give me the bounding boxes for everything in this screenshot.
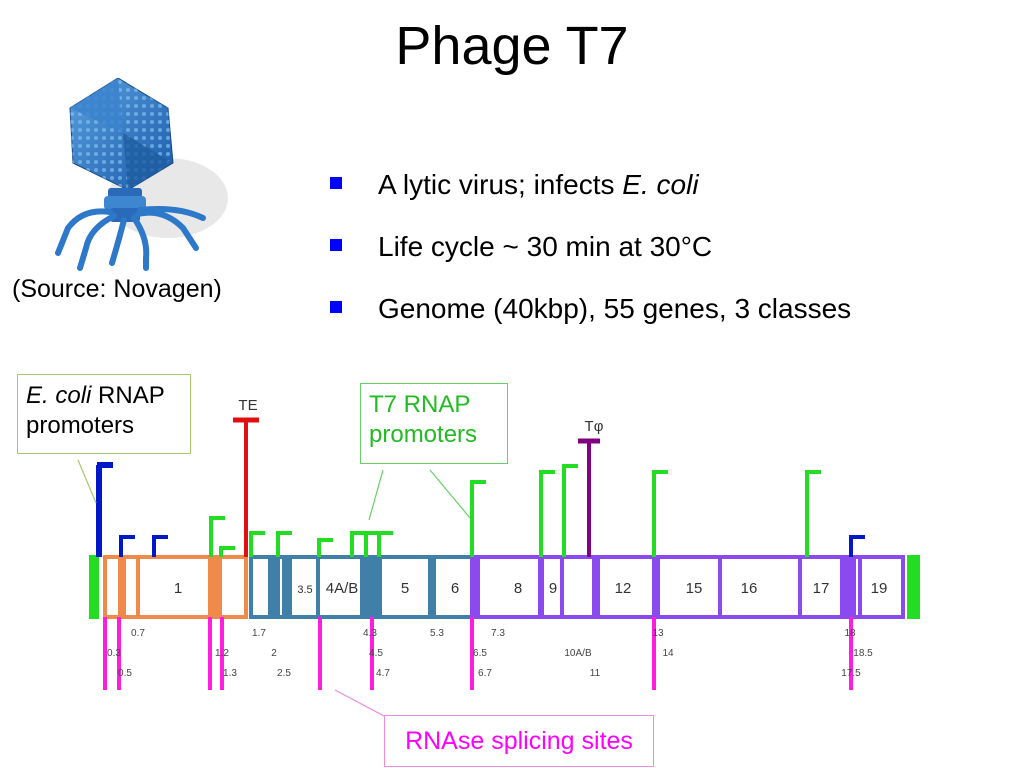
gene-box xyxy=(89,555,99,619)
gene-label: 4A/B xyxy=(326,580,359,597)
gene-tick-label: 6.5 xyxy=(473,648,487,659)
gene-segment xyxy=(360,557,380,617)
gene-tick-label: 0.7 xyxy=(131,628,145,639)
gene-segment xyxy=(842,557,856,617)
gene-label: 3.5 xyxy=(297,584,312,596)
gene-tick-label: 5.3 xyxy=(430,628,444,639)
gene-tick-label: 14 xyxy=(662,648,674,659)
t7-callout-pointer xyxy=(429,469,471,519)
gene-tick-label: 4.7 xyxy=(376,668,390,679)
gene-box xyxy=(136,555,212,619)
gene-label: 17 xyxy=(813,580,830,597)
rnase-callout-pointer xyxy=(334,689,385,717)
gene-label: 12 xyxy=(615,580,632,597)
gene-label: 15 xyxy=(686,580,703,597)
gene-label: 16 xyxy=(741,580,758,597)
gene-tick-label: 0.5 xyxy=(118,668,132,679)
bullet-square-icon xyxy=(330,239,342,251)
gene-label: 19 xyxy=(871,580,888,597)
gene-label: 8 xyxy=(514,580,522,597)
gene-segment xyxy=(428,557,436,617)
gene-segment xyxy=(652,557,660,617)
gene-box xyxy=(718,555,802,619)
bullet-list: A lytic virus; infects E. coli Life cycl… xyxy=(330,168,851,354)
gene-segment xyxy=(118,557,126,617)
gene-box xyxy=(858,555,905,619)
image-source-caption: (Source: Novagen) xyxy=(12,275,222,303)
genome-map: 1 3.5 4A/B 5 6 8 9 12 15 16 17 19 TE Tφ 0.7 1.7 4.3 5.3 7.… xyxy=(77,397,920,717)
gene-label: 5 xyxy=(401,580,409,597)
gene-segment xyxy=(268,557,280,617)
bullet-square-icon xyxy=(330,301,342,313)
gene-tick-label: 18.5 xyxy=(853,648,873,659)
gene-tick-label: 2.5 xyxy=(277,668,291,679)
gene-label: 1 xyxy=(174,580,182,597)
phage-illustration xyxy=(55,78,228,271)
gene-tick-label: 1.2 xyxy=(215,648,229,659)
gene-tick-label: 0.3 xyxy=(107,648,121,659)
gene-box xyxy=(470,555,542,619)
gene-label: 9 xyxy=(549,580,557,597)
te-label: TE xyxy=(238,397,257,414)
t7-promoters-callout: T7 RNAP promoters xyxy=(360,383,508,464)
gene-tick-label: 4.5 xyxy=(369,648,383,659)
tphi-label: Tφ xyxy=(585,418,604,435)
gene-segment xyxy=(472,557,480,617)
t7-callout-pointer xyxy=(368,469,384,521)
gene-box xyxy=(378,555,434,619)
gene-tick-label: 11 xyxy=(590,668,601,679)
gene-tick-label: 7.3 xyxy=(491,628,505,639)
slide-title: Phage T7 xyxy=(395,16,629,76)
gene-box xyxy=(430,555,474,619)
rnase-sites-callout: RNAse splicing sites xyxy=(384,715,654,767)
gene-segment xyxy=(282,557,288,617)
gene-tick-label: 4.3 xyxy=(363,628,377,639)
gene-box xyxy=(907,555,920,619)
bullet-item: A lytic virus; infects E. coli xyxy=(330,168,851,202)
ecoli-promoters-callout: E. coli RNAP promoters xyxy=(17,374,191,454)
gene-tick-label: 1.3 xyxy=(223,668,237,679)
ecoli-callout-pointer xyxy=(77,459,97,504)
gene-box xyxy=(798,555,844,619)
gene-tick-label: 6.7 xyxy=(478,668,492,679)
gene-tick-label: 2 xyxy=(271,648,277,659)
bullet-item: Life cycle ~ 30 min at 30°C xyxy=(330,230,851,264)
bullet-square-icon xyxy=(330,177,342,189)
gene-tick-label: 13 xyxy=(652,628,664,639)
gene-label: 6 xyxy=(451,580,459,597)
gene-tick-label: 18 xyxy=(844,628,856,639)
gene-tick-label: 17.5 xyxy=(841,668,861,679)
gene-segment xyxy=(592,557,598,617)
gene-segment xyxy=(212,557,222,617)
gene-segment xyxy=(538,557,544,617)
gene-tick-label: 10A/B xyxy=(564,648,592,659)
gene-tick-label: 1.7 xyxy=(252,628,266,639)
bullet-item: Genome (40kbp), 55 genes, 3 classes xyxy=(330,292,851,326)
